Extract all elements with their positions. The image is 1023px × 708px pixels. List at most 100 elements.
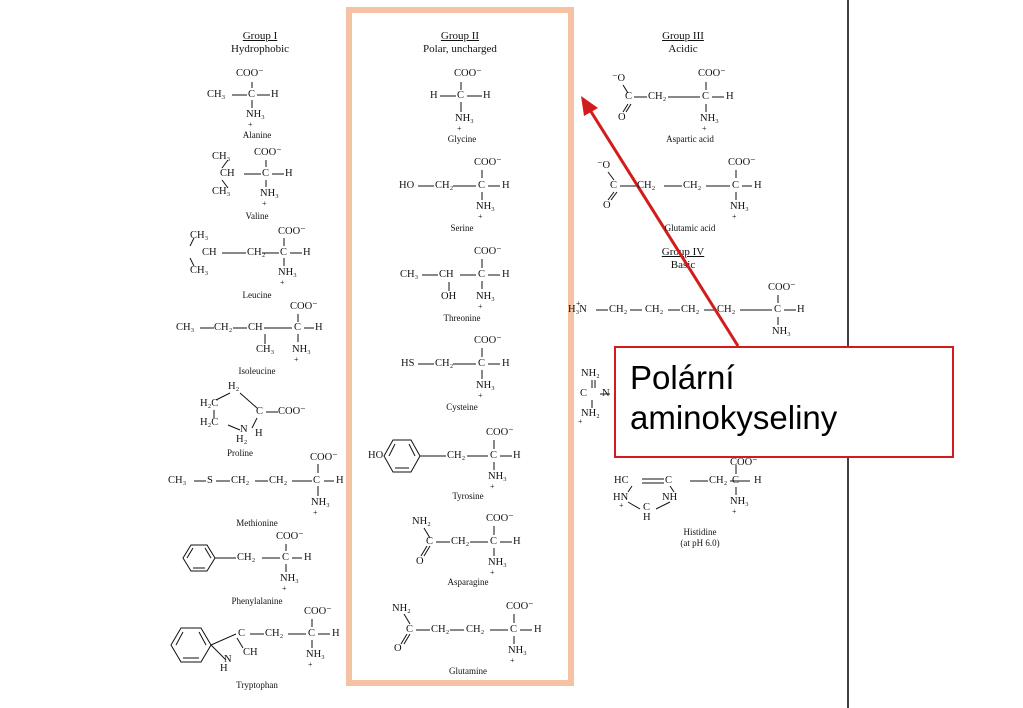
valine-ch: CH — [220, 168, 235, 179]
alanine-methyl: CH₃ — [207, 89, 226, 100]
methionine-carboxylate: COO⁻ — [310, 452, 338, 463]
tyrosine-carboxylate: COO⁻ — [486, 427, 514, 438]
asparagine-charge: + — [490, 568, 495, 577]
glycine-hydrogen-2: H — [483, 90, 491, 101]
glutamine-ch2-1: CH₂ — [431, 624, 450, 635]
arrow-line — [588, 109, 740, 347]
group-iv-title: Group IV — [661, 246, 705, 258]
histidine-hn: HN — [613, 492, 629, 503]
asparagine-hydrogen: H — [513, 536, 521, 547]
asparagine-carboxylate: COO⁻ — [486, 513, 514, 524]
lysine-ch2-4: CH₂ — [717, 304, 736, 315]
group-i-title: Group I — [242, 30, 278, 42]
lysine-carboxylate: COO⁻ — [768, 282, 796, 293]
leucine-carboxylate: COO⁻ — [278, 226, 306, 237]
glycine-carboxylate: COO⁻ — [454, 68, 482, 79]
tyrosine-amino: NH₃ — [488, 471, 507, 482]
isoleucine-alpha-carbon: C — [294, 322, 302, 333]
phenylalanine-hydrogen: H — [304, 552, 312, 563]
label-glycine: Glycine — [447, 134, 477, 144]
lysine-ch2-3: CH₂ — [681, 304, 700, 315]
tyrosine-hydroxyl: HO — [368, 450, 384, 461]
glutamine-amide-carbon: C — [406, 624, 414, 635]
polar-amino-acids-callout: Polární aminokyseliny — [614, 346, 954, 458]
glycine-hydrogen-1: H — [430, 90, 438, 101]
aspartate-alpha-carbon: C — [702, 91, 710, 102]
label-tryptophan: Tryptophan — [236, 680, 278, 690]
asparagine-amino: NH₃ — [488, 557, 507, 568]
cysteine-ch2: CH₂ — [435, 358, 454, 369]
asparagine-alpha-carbon: C — [490, 536, 498, 547]
aspartate-side-carbon: C — [625, 91, 633, 102]
isoleucine-ch2: CH₂ — [214, 322, 233, 333]
asparagine-amide-carbon: C — [426, 536, 434, 547]
arginine-nitrogen: N — [602, 388, 610, 399]
label-alanine: Alanine — [242, 130, 272, 140]
group-iii-header: Group III Acidic — [628, 30, 738, 56]
glutamate-charge: + — [732, 212, 737, 221]
glutamine-charge: + — [510, 656, 515, 665]
serine-ch2: CH₂ — [435, 180, 454, 191]
serine-carboxylate: COO⁻ — [474, 157, 502, 168]
tryptophan-ch2: CH₂ — [265, 628, 284, 639]
label-glutamine: Glutamine — [449, 666, 487, 676]
glutamate-hydrogen: H — [754, 180, 762, 191]
leucine-alpha-carbon: C — [280, 247, 288, 258]
glutamate-ch2-1: CH₂ — [637, 180, 656, 191]
glutamine-alpha-carbon: C — [510, 624, 518, 635]
tryptophan-nh: H — [220, 663, 228, 674]
isoleucine-charge: + — [294, 355, 299, 364]
tryptophan-carboxylate: COO⁻ — [304, 606, 332, 617]
threonine-methyl: CH₃ — [400, 269, 419, 280]
tyrosine-charge: + — [490, 482, 495, 491]
label-histidine-ph: (at pH 6.0) — [680, 538, 720, 548]
methionine-charge: + — [313, 508, 318, 517]
leucine-hydrogen: H — [303, 247, 311, 258]
asparagine-amide-nh2: NH₂ — [412, 516, 431, 527]
arginine-charge: + — [578, 417, 583, 426]
proline-nh2: H₂ — [236, 434, 248, 445]
label-tyrosine: Tyrosine — [452, 491, 484, 501]
alanine-charge: + — [248, 120, 253, 129]
arrow-head — [581, 96, 598, 116]
isoleucine-hydrogen: H — [315, 322, 323, 333]
group-i-subtitle: Hydrophobic — [230, 43, 290, 55]
tryptophan-alpha-carbon: C — [308, 628, 316, 639]
label-isoleucine: Isoleucine — [238, 366, 276, 376]
leucine-methyl-2: CH₃ — [190, 265, 209, 276]
tyrosine-hydrogen: H — [513, 450, 521, 461]
cysteine-thiol: HS — [401, 358, 415, 369]
tryptophan-hydrogen: H — [332, 628, 340, 639]
cysteine-charge: + — [478, 391, 483, 400]
glutamate-oxygen: O — [603, 200, 611, 211]
tryptophan-ch: CH — [243, 647, 258, 658]
methionine-amino: NH₃ — [311, 497, 330, 508]
isoleucine-amino: NH₃ — [292, 344, 311, 355]
aspartate-ch2: CH₂ — [648, 91, 667, 102]
methionine-hydrogen: H — [336, 475, 344, 486]
tyrosine-alpha-carbon: C — [490, 450, 498, 461]
glutamate-alpha-carbon: C — [732, 180, 740, 191]
glutamate-oxide: ⁻O — [597, 160, 611, 171]
glycine-charge: + — [457, 124, 462, 133]
phenylalanine-ch2: CH₂ — [237, 552, 256, 563]
lysine-alpha-carbon: C — [774, 304, 782, 315]
lysine-ch2-1: CH₂ — [609, 304, 628, 315]
label-serine: Serine — [450, 223, 474, 233]
lysine-hydrogen: H — [797, 304, 805, 315]
leucine-methyl-1: CH₃ — [190, 230, 209, 241]
proline-nitrogen: N — [240, 424, 248, 435]
glutamine-carboxylate: COO⁻ — [506, 601, 534, 612]
aspartate-hydrogen: H — [726, 91, 734, 102]
label-valine: Valine — [245, 211, 269, 221]
histidine-ring-hydrogen: H — [643, 512, 651, 523]
polar-highlight-box — [346, 7, 574, 686]
valine-charge: + — [262, 199, 267, 208]
proline-carboxylate: COO⁻ — [278, 406, 306, 417]
phenylalanine-charge: + — [282, 584, 287, 593]
histidine-nh: NH — [662, 492, 678, 503]
asparagine-ch2: CH₂ — [451, 536, 470, 547]
histidine-ring-charge: + — [619, 501, 624, 510]
lysine-ch2-2: CH₂ — [645, 304, 664, 315]
label-cysteine: Cysteine — [446, 402, 478, 412]
